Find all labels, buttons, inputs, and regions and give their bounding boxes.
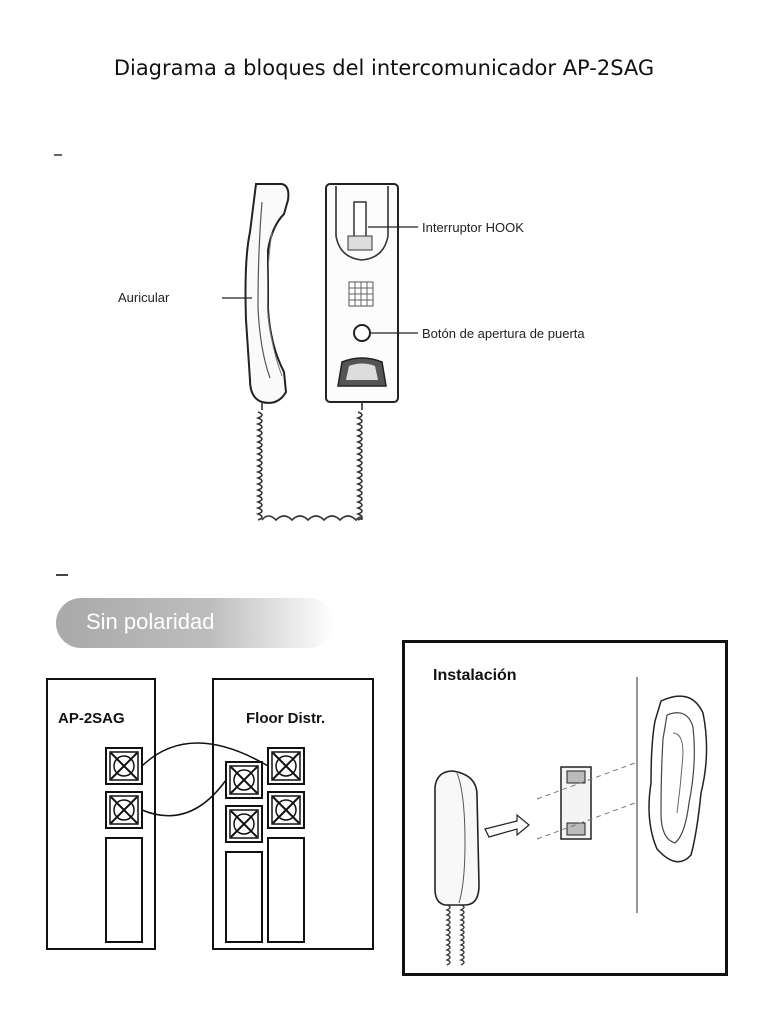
auricular-label: Auricular [118, 290, 170, 305]
terminal-block [105, 747, 143, 785]
device-label: AP-2SAG [58, 710, 125, 727]
terminal-block [225, 805, 263, 843]
installation-illustration [434, 677, 708, 966]
coiled-cord [255, 402, 363, 522]
intercom-diagram [54, 154, 418, 522]
device-slot [105, 837, 143, 943]
polarity-label: Sin polaridad [86, 609, 215, 634]
distributor-slot [225, 851, 263, 943]
terminal-block [267, 747, 305, 785]
stray-mark [56, 574, 68, 576]
wiring-diagram [105, 742, 305, 943]
hook-switch-label: Interruptor HOOK [422, 220, 524, 235]
base-unit-illustration [325, 183, 399, 403]
terminal-block [267, 791, 305, 829]
polarity-banner: Sin polaridad [56, 598, 334, 648]
terminal-block [105, 791, 143, 829]
handset-illustration [244, 183, 290, 404]
terminal-block [225, 761, 263, 799]
wire [141, 742, 269, 767]
wire [141, 779, 227, 817]
installation-title: Instalación [433, 667, 517, 684]
direction-arrow-icon [484, 813, 530, 838]
installation-panel: Instalación [402, 640, 728, 976]
door-button-label: Botón de apertura de puerta [422, 326, 585, 341]
distributor-slot [267, 837, 305, 943]
page-title: Diagrama a bloques del intercomunicador … [113, 56, 655, 80]
intercom-unit [434, 770, 480, 906]
distributor-label: Floor Distr. [246, 710, 326, 727]
